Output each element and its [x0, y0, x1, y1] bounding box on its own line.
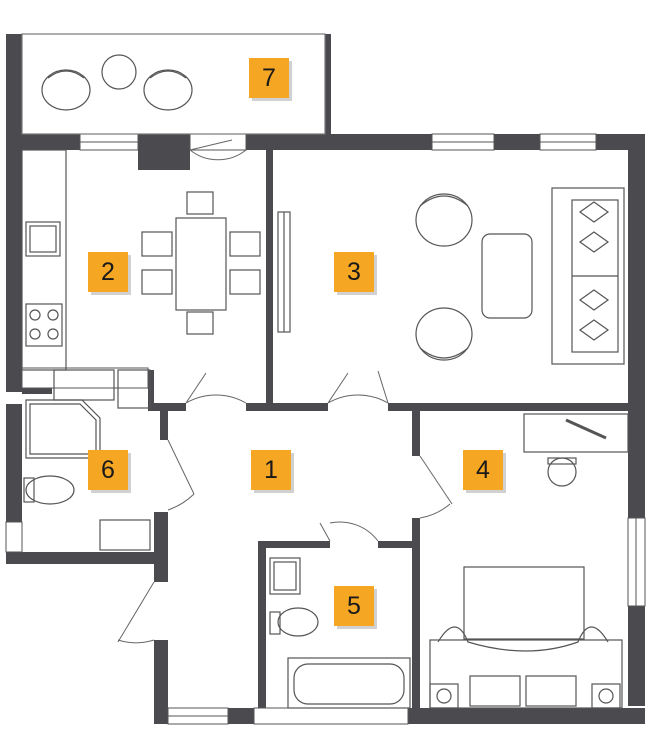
- armchair-icon: [415, 307, 473, 361]
- wc-sink-icon: [99, 519, 151, 551]
- bed-icon: [429, 566, 623, 709]
- room-label-wc: 6: [88, 450, 128, 490]
- room-label-bathroom: 5: [334, 586, 374, 626]
- balcony: [21, 33, 326, 135]
- sink-icon: [25, 221, 61, 257]
- washing-machine-icon: [53, 369, 151, 409]
- sofa-icon: [551, 187, 625, 365]
- toilet-icon: [23, 475, 75, 505]
- windows: [5, 133, 646, 725]
- armchair-icon: [415, 193, 473, 247]
- fridge-icon: [138, 150, 190, 170]
- armchair-icon: [41, 69, 91, 111]
- dining-table-icon: [141, 191, 261, 335]
- room-label-living-room: 3: [334, 252, 374, 292]
- side-table-icon: [101, 54, 137, 90]
- bathroom-sink-icon: [269, 557, 301, 595]
- doors: [117, 139, 453, 644]
- armchair-icon: [143, 69, 193, 111]
- tv-stand-icon: [277, 211, 291, 333]
- room-label-hall: 1: [251, 450, 291, 490]
- room-label-bedroom: 4: [463, 450, 503, 490]
- room-label-kitchen-dining: 2: [88, 252, 128, 292]
- stove-icon: [25, 303, 63, 347]
- bathtub-icon: [287, 657, 411, 709]
- office-chair-icon: [547, 457, 577, 487]
- kitchen-counter: [21, 149, 67, 371]
- toilet-icon: [269, 607, 319, 637]
- desk-icon: [523, 413, 629, 453]
- room-label-balcony: 7: [249, 58, 289, 98]
- coffee-table-icon: [481, 233, 533, 319]
